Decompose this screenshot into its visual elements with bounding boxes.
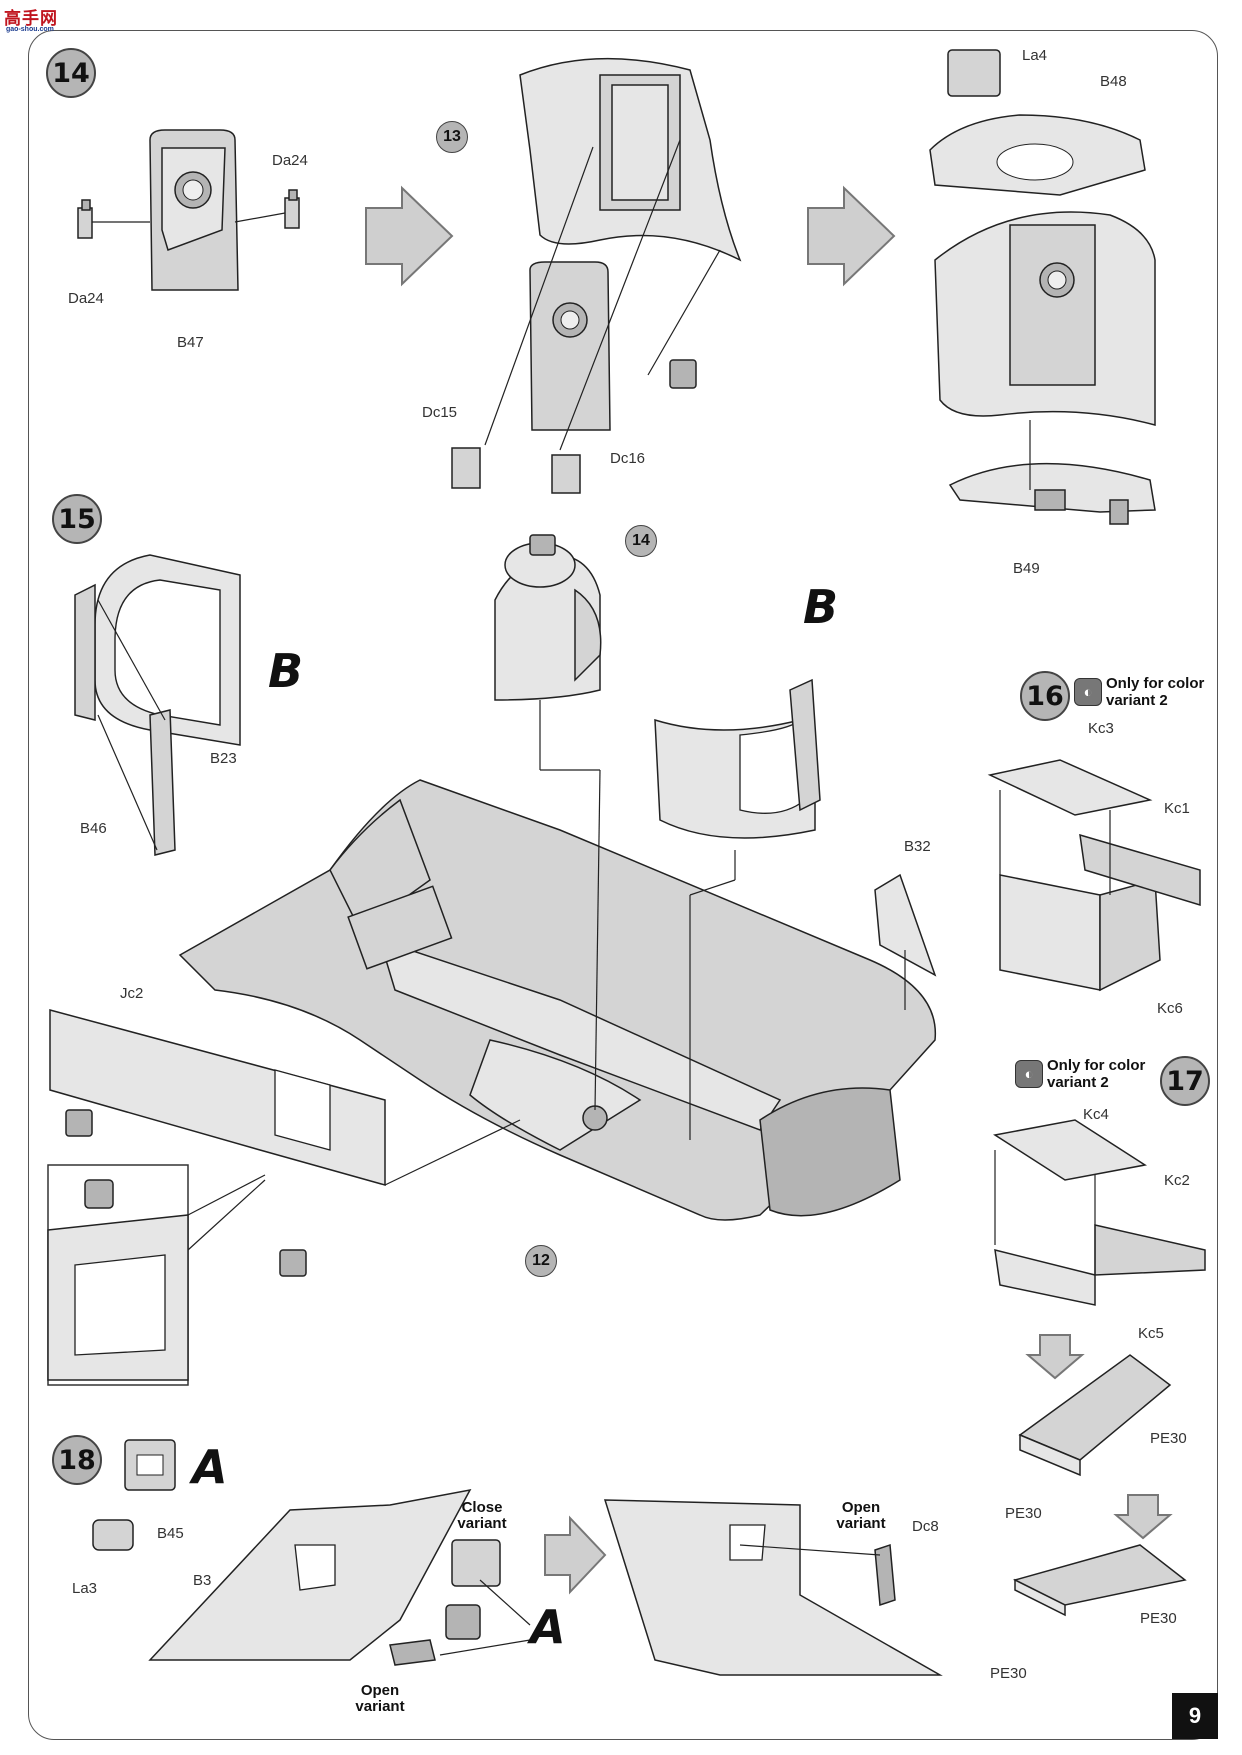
step17-assembly-2 [1012,1544,1187,1617]
step16-color-note: ◐ Only for color variant 2 [1074,675,1216,709]
step-18-number: 18 [52,1435,102,1485]
step18-arrow [544,1515,607,1595]
close-variant-label: Close variant [457,1499,507,1532]
step17-assembly-1 [1018,1354,1172,1477]
callout-jc2: Jc2 [120,985,144,1002]
step14-b48-roof [929,114,1146,196]
color-variant-icon: ◐ [1015,1060,1043,1088]
step14-da24-right [234,189,300,229]
callout-b48: B48 [1100,73,1127,90]
bend-icon-2 [279,1249,307,1277]
callout-dc8: Dc8 [912,1518,939,1535]
toggle-icon [445,1604,481,1640]
step18-la3 [92,1519,134,1551]
step14-part13-turret [519,57,742,262]
subassembly-13: 13 [436,121,468,153]
step14-assembled-turret [934,211,1156,426]
site-logo: 高手网 [4,9,58,28]
callout-b45: B45 [157,1525,184,1542]
callout-pe30-c: PE30 [1140,1610,1177,1627]
letter-b-1: B [268,644,304,698]
callout-pe30-a: PE30 [1150,1430,1187,1447]
step15-detail-inset [47,1164,266,1386]
letter-a-2: A [530,1600,566,1654]
step17-color-note: ◐ Only for color variant 2 [1015,1057,1157,1091]
step-15-number: 15 [52,494,102,544]
step15-b-shield [654,678,821,839]
step14-dc15 [451,447,481,489]
callout-la4: La4 [1022,47,1048,64]
callout-b47: B47 [177,334,204,351]
step17-arrow-2 [1113,1494,1173,1540]
callout-kc3: Kc3 [1088,720,1114,737]
open-variant-label-right: Open variant [836,1499,886,1532]
step16-box [987,759,1201,992]
step18-dc8 [874,1543,896,1607]
letter-a-1: A [192,1440,228,1494]
step14-la4 [947,49,1001,97]
step15-jc2 [49,1009,386,1186]
step14-da24-left [77,199,150,239]
hide-icon [669,359,697,389]
step17-note-text: Only for color variant 2 [1047,1057,1146,1091]
site-logo-url: gao-shou.com [6,26,54,33]
letter-b-2: B [803,580,839,634]
callout-kc6: Kc6 [1157,1000,1183,1017]
page-number: 9 [1172,1693,1218,1739]
step14-arrow-2 [807,185,896,287]
step18-open-variant-part [389,1639,436,1666]
step-16-number: 16 [1020,671,1070,721]
step18-b45 [124,1439,176,1491]
step-14-number: 14 [46,48,96,98]
step15-part14-turret [494,534,602,701]
callout-kc2: Kc2 [1164,1172,1190,1189]
callout-pe30-b: PE30 [1005,1505,1042,1522]
callout-b46: B46 [80,820,107,837]
subassembly-14: 14 [625,525,657,557]
step18-close-variant-part [451,1539,501,1587]
callout-b3: B3 [193,1572,212,1589]
bend-icon-1 [65,1109,93,1137]
callout-kc4: Kc4 [1083,1106,1109,1123]
callout-da24-right: Da24 [272,152,308,169]
step16-note-text: Only for color variant 2 [1106,675,1205,709]
step18-b3-result [603,1499,943,1676]
callout-la3: La3 [72,1580,98,1597]
step18-b3-panel [148,1488,472,1661]
step15-hull-part12 [178,779,937,1221]
step-17-number: 17 [1160,1056,1210,1106]
page-frame [28,30,1218,1740]
subassembly-12: 12 [525,1245,557,1277]
callout-b32: B32 [904,838,931,855]
step14-b49-floor [948,462,1156,525]
step17-arrow-1 [1025,1334,1085,1380]
step14-seat-middle [529,261,611,431]
step17-box [993,1119,1206,1306]
step15-b32 [874,873,937,977]
step14-dc16 [551,454,581,494]
callout-kc5: Kc5 [1138,1325,1164,1342]
callout-pe30-d: PE30 [990,1665,1027,1682]
callout-dc16: Dc16 [610,450,646,467]
callout-b23: B23 [210,750,237,767]
step14-seat-b47 [149,129,239,291]
step14-arrow-1 [365,185,454,287]
step15-b46 [149,709,176,856]
callout-b49: B49 [1013,560,1040,577]
callout-da24-left: Da24 [68,290,104,307]
color-variant-icon: ◐ [1074,678,1102,706]
callout-dc15: Dc15 [422,404,458,421]
callout-kc1: Kc1 [1164,800,1190,817]
open-variant-label-bottom: Open variant [355,1682,405,1715]
step15-b23-panel [74,554,241,746]
